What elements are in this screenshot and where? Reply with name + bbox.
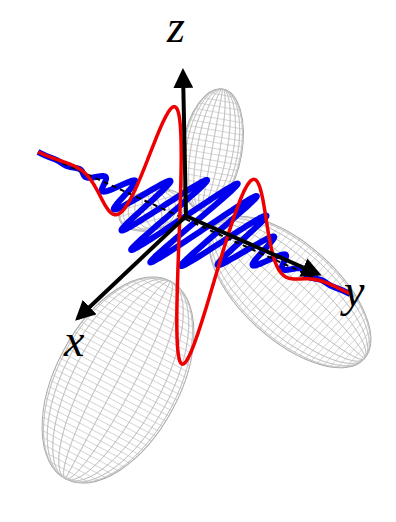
axis-arrow [186, 216, 318, 274]
axis-label: x [64, 318, 84, 364]
red-wave [38, 107, 350, 364]
axis-label: z [167, 4, 185, 50]
axis-arrow [183, 72, 186, 216]
radiation-lobes [11, 84, 396, 508]
axes [78, 72, 318, 318]
lobe [11, 252, 226, 508]
axis-label: y [344, 268, 364, 314]
axis-arrow [78, 216, 186, 318]
waves [38, 107, 350, 364]
